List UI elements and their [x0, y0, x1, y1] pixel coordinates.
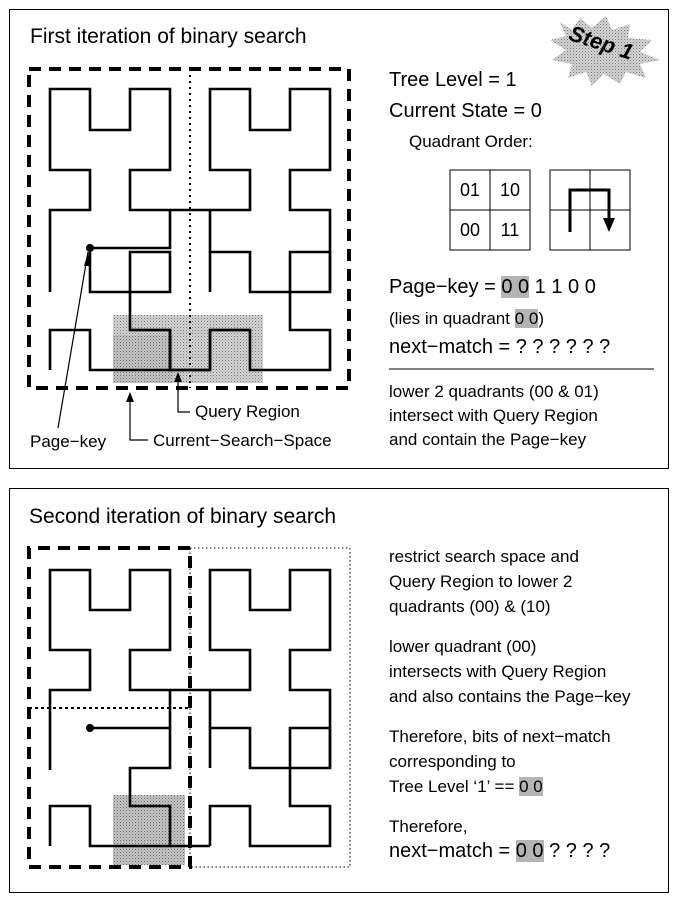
query-region-dark: [113, 335, 173, 383]
p1-line-2: Query Region to lower 2: [389, 572, 573, 591]
space-filling-curve-left: [50, 89, 170, 292]
quadrant-order-path-grid: [549, 169, 631, 251]
p2-line-3: and also contains the Page−key: [389, 687, 631, 706]
page-key-highlight: 0 0: [501, 276, 530, 298]
restricted-area-outline: [189, 547, 351, 868]
second-iteration-panel: [9, 488, 669, 893]
next-match-highlight-2: 0 0: [515, 840, 544, 862]
quadrant-cell-top-right: 10: [499, 179, 521, 200]
step-badge-splash: [550, 16, 660, 86]
lies-suffix: ): [538, 309, 544, 328]
curve-panel1: [48, 87, 332, 372]
quadrant-cell-bottom-right: 11: [500, 219, 520, 240]
quadrant-cell-bottom-left: 00: [459, 219, 481, 240]
note-line-1: lower 2 quadrants (00 & 01): [389, 382, 599, 401]
p3-line-3: Tree Level ‘1’ == 0 0: [389, 777, 543, 796]
quadrant-order-path: [568, 188, 611, 232]
note-line-3: and contain the Page−key: [389, 430, 587, 449]
page-key-dot-2: [86, 724, 94, 732]
panel2-title: Second iteration of binary search: [29, 505, 337, 528]
quadrant-order-label: Quadrant Order:: [409, 132, 533, 151]
p3-line-3-prefix: Tree Level ‘1’ ==: [389, 777, 520, 796]
lies-prefix: (lies in quadrant: [389, 309, 515, 328]
first-iteration-panel: [9, 9, 669, 469]
leader-lines-panel1: [57, 251, 190, 441]
p3-line-1: Therefore, bits of next−match: [389, 727, 611, 746]
tree-level-text: Tree Level = 1: [389, 69, 517, 91]
quadrant-order-arrowhead: [603, 218, 615, 232]
panel1-title: First iteration of binary search: [30, 25, 307, 48]
curve-panel2: [48, 568, 332, 848]
p1-line-3: quadrants (00) & (10): [389, 597, 551, 616]
page-key-rest: 1 1 0 0: [529, 276, 596, 298]
current-search-space-outline-2: [27, 546, 192, 869]
page-key-prefix: Page−key =: [389, 276, 502, 298]
page-key-dot: [86, 244, 94, 252]
query-region-label: Query Region: [195, 402, 300, 421]
p2-line-2: intersects with Query Region: [389, 662, 607, 681]
current-state-text: Current State = 0: [389, 100, 542, 122]
p4-line-1: Therefore,: [389, 817, 468, 836]
quadrant-order-grid: [449, 169, 531, 251]
next-match-prefix-2: next−match =: [389, 840, 516, 862]
page-key-arrowhead: [84, 252, 91, 266]
next-match-line: next−match = ? ? ? ? ? ?: [389, 336, 611, 358]
lies-highlight: 0 0: [514, 309, 539, 328]
page-key-line: Page−key = 0 0 1 1 0 0: [389, 276, 596, 298]
p3-line-3-highlight: 0 0: [519, 777, 543, 796]
p3-line-2: corresponding to: [389, 752, 516, 771]
p2-line-1: lower quadrant (00): [389, 637, 537, 656]
search-space-arrowhead: [126, 392, 134, 402]
next-match-rest-2: ? ? ? ?: [543, 840, 611, 862]
p1-line-1: restrict search space and: [389, 547, 579, 566]
query-region-arrowhead: [174, 372, 182, 382]
page-key-label: Page−key: [30, 432, 107, 451]
note-line-2: intersect with Query Region: [389, 406, 598, 425]
quadrant-cell-top-left: 01: [459, 179, 481, 200]
search-space-label: Current−Search−Space: [153, 431, 332, 450]
next-match-line-2: next−match = 0 0 ? ? ? ?: [389, 840, 611, 862]
lies-in-quadrant-line: (lies in quadrant 0 0): [389, 309, 544, 328]
